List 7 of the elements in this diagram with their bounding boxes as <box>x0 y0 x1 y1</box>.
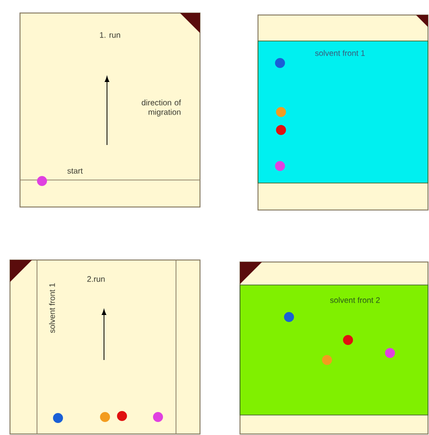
plate-label: start <box>67 168 83 174</box>
plate-label: solvent front 2 <box>330 297 380 303</box>
plate-label: 1. run <box>100 32 120 38</box>
plate-label: direction of migration <box>142 100 181 116</box>
plate-label: 2.run <box>87 276 105 282</box>
plate-label: solvent front 1 <box>49 283 55 333</box>
plate-label: solvent front 1 <box>315 50 365 56</box>
